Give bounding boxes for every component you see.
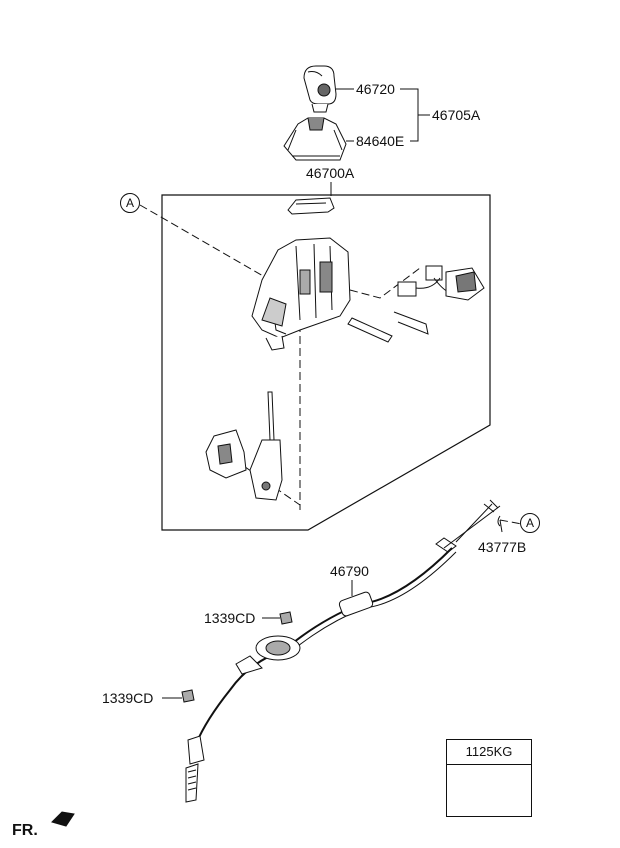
control-cable [195,547,453,745]
lever-housing-drawing [251,237,351,351]
grommet-drawing [235,635,301,675]
part-label-clip: 43777B [478,539,527,555]
reference-callout-a-lower: A [520,513,540,533]
part-label-nut-upper: 1339CD [204,610,256,626]
shaft-pin-drawing [347,311,429,343]
nut-upper-drawing [279,611,293,625]
connector-harness-drawing [397,265,485,301]
legend-box: 1125KG [446,739,532,817]
front-arrow-icon [51,811,75,827]
top-bracket-drawing [287,197,335,215]
assembly-frame [161,194,491,531]
part-label-nut-lower: 1339CD [102,690,154,706]
reference-callout-a-upper: A [120,193,140,213]
part-label-knob-assembly: 46705A [432,107,481,123]
lower-lever-drawing [205,391,283,501]
part-label-knob: 46720 [356,81,395,97]
part-label-boot: 84640E [356,133,405,149]
shift-boot-drawing [283,117,347,161]
nut-lower-drawing [181,689,195,703]
front-direction-label: FR. [12,822,38,839]
cable-end-lower-drawing [185,735,205,803]
part-label-cable: 46790 [330,563,369,579]
legend-part-number: 1125KG [447,740,531,765]
shift-knob-drawing [303,65,337,113]
part-label-lever-assembly: 46700A [306,165,355,181]
